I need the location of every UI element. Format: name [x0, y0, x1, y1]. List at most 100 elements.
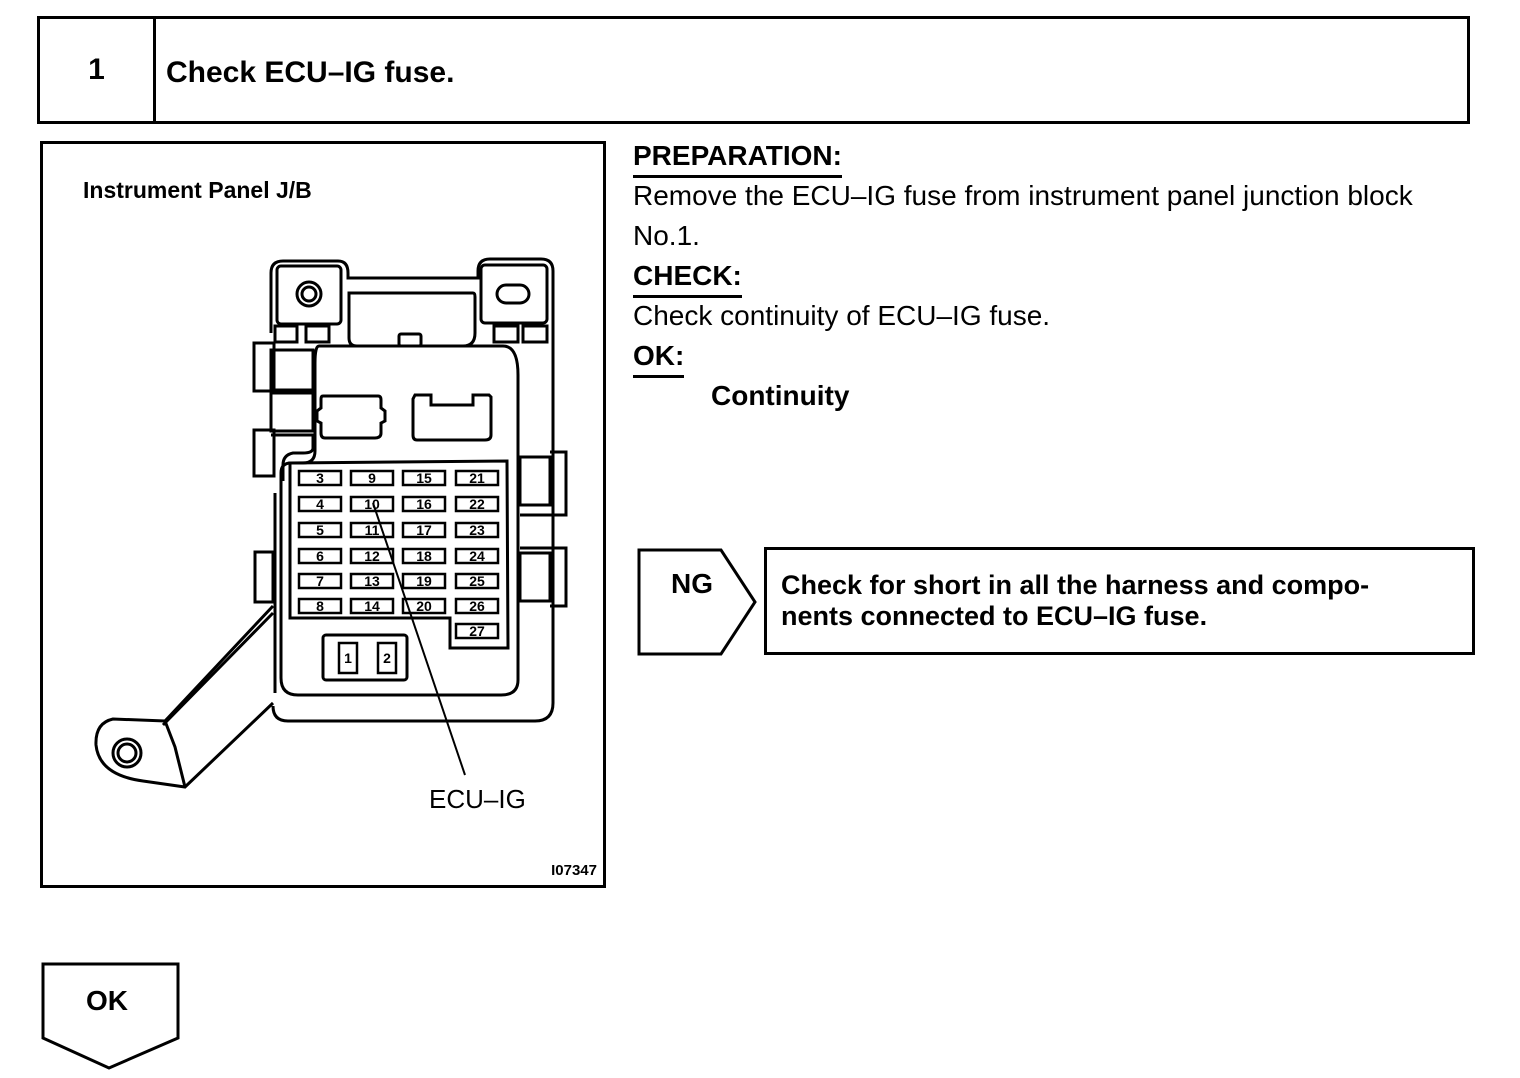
fuse-slot-label: 20 [416, 598, 432, 614]
fuse-slot-9: 9 [349, 469, 395, 487]
check-text: Check continuity of ECU–IG fuse. [633, 300, 1051, 331]
fuse-slot-frame [454, 469, 500, 487]
inner-cover [279, 344, 520, 697]
fuse-slot-label: 19 [416, 573, 432, 589]
ok-value: Continuity [711, 380, 850, 411]
fuse-slot-19: 19 [401, 572, 447, 590]
fuse-slot-frame [349, 597, 395, 615]
preparation-heading: PREPARATION: [633, 138, 842, 178]
fuse-slot-18: 18 [401, 547, 447, 565]
relay-box [321, 633, 409, 682]
fuse-slot-label: 4 [316, 496, 324, 512]
fuse-slot-frame [349, 469, 395, 487]
fuse-slot-label: 22 [469, 496, 485, 512]
fuse-slot-label: 6 [316, 548, 324, 564]
fuse-slot-6: 6 [297, 547, 343, 565]
mount-right [479, 263, 549, 325]
relay-slot-2: 2 [376, 641, 398, 675]
check-heading: CHECK: [633, 258, 742, 298]
fuse-slot-7: 7 [297, 572, 343, 590]
fuse-slot-frame [349, 547, 395, 565]
figure-code: I07347 [551, 862, 597, 879]
mount-left [275, 264, 343, 326]
fuse-slot-3: 3 [297, 469, 343, 487]
fuse-slot-label: 16 [416, 496, 432, 512]
instructions: PREPARATION: Remove the ECU–IG fuse from… [633, 136, 1493, 416]
fuse-slot-frame [454, 622, 500, 640]
fuse-slot-4: 4 [297, 495, 343, 513]
fuse-slot-frame [297, 521, 343, 539]
fuse-slot-frame [401, 495, 447, 513]
junction-block-figure: Instrument Panel J/B [40, 141, 606, 888]
fuse-slot-frame [297, 597, 343, 615]
fuse-slot-frame [401, 597, 447, 615]
step-title: Check ECU–IG fuse. [166, 56, 455, 89]
fuse-slot-frame [454, 597, 500, 615]
fuse-slot-frame [454, 495, 500, 513]
fuse-slot-22: 22 [454, 495, 500, 513]
fuse-slot-label: 14 [364, 598, 380, 614]
ok-label: OK [86, 985, 128, 1016]
fuse-slot-8: 8 [297, 597, 343, 615]
fuse-slot-frame [297, 547, 343, 565]
mounting-bracket [94, 604, 275, 789]
fuse-slot-23: 23 [454, 521, 500, 539]
fuse-slot-25: 25 [454, 572, 500, 590]
step-number: 1 [40, 19, 156, 121]
ng-action-box: Check for short in all the harness and c… [764, 547, 1475, 655]
fuse-slot-label: 25 [469, 573, 485, 589]
fuse-slot-16: 16 [401, 495, 447, 513]
housing-outline [269, 257, 555, 723]
fuse-slot-frame [401, 572, 447, 590]
fuse-slot-26: 26 [454, 597, 500, 615]
fuse-slot-frame [454, 572, 500, 590]
ng-arrow-tab[interactable] [637, 548, 759, 658]
figure-title: Instrument Panel J/B [83, 177, 312, 203]
preparation-text-1: Remove the ECU–IG fuse from instrument p… [633, 180, 1413, 211]
fuse-slot-label: 26 [469, 598, 485, 614]
fuse-slot-frame [349, 495, 395, 513]
step-header: 1 Check ECU–IG fuse. [37, 16, 1470, 124]
fuse-slot-15: 15 [401, 469, 447, 487]
fuse-slot-label: 11 [365, 522, 380, 538]
fuse-slot-12: 12 [349, 547, 395, 565]
fuse-slot-label: 12 [364, 548, 380, 564]
fuse-slot-label: 21 [469, 470, 485, 486]
fuse-slot-frame [401, 547, 447, 565]
fuse-slot-label: 7 [316, 573, 324, 589]
fuse-slot-label: 8 [316, 598, 324, 614]
fuse-slot-label: 13 [364, 573, 380, 589]
fuse-slot-10: 10 [349, 495, 395, 513]
fuse-slot-5: 5 [297, 521, 343, 539]
fuse-panel-outline [288, 459, 510, 650]
fuse-slot-20: 20 [401, 597, 447, 615]
relay-slot-1: 1 [337, 641, 359, 675]
fuse-slot-frame [297, 469, 343, 487]
ng-label: NG [671, 568, 713, 599]
fuse-slot-21: 21 [454, 469, 500, 487]
fuse-slot-frame [454, 547, 500, 565]
fuse-slot-label: 5 [316, 522, 324, 538]
fuse-slot-11: 11 [349, 521, 395, 539]
fuse-slot-frame [401, 469, 447, 487]
fuse-slot-frame [401, 521, 447, 539]
fuse-slot-label: 23 [469, 522, 485, 538]
preparation-text-2: No.1. [633, 220, 700, 251]
fuse-slot-label: 24 [469, 548, 485, 564]
fuse-slot-label: 3 [316, 470, 324, 486]
ecu-ig-callout-label: ECU–IG [429, 784, 526, 814]
ok-arrow-tab[interactable] [41, 962, 181, 1072]
fuse-slot-frame [454, 521, 500, 539]
svg-text:1: 1 [344, 650, 352, 666]
fuse-slot-frame [297, 495, 343, 513]
ng-action-text-2: nents connected to ECU–IG fuse. [781, 601, 1208, 631]
fuse-slot-frame [349, 521, 395, 539]
svg-text:2: 2 [383, 650, 391, 666]
fuse-slot-label: 27 [469, 623, 485, 639]
fuse-slot-frame [349, 572, 395, 590]
fuse-slot-frame [297, 572, 343, 590]
ng-action-text-1: Check for short in all the harness and c… [781, 570, 1370, 600]
fuse-slot-label: 9 [368, 470, 376, 486]
fuse-slot-24: 24 [454, 547, 500, 565]
